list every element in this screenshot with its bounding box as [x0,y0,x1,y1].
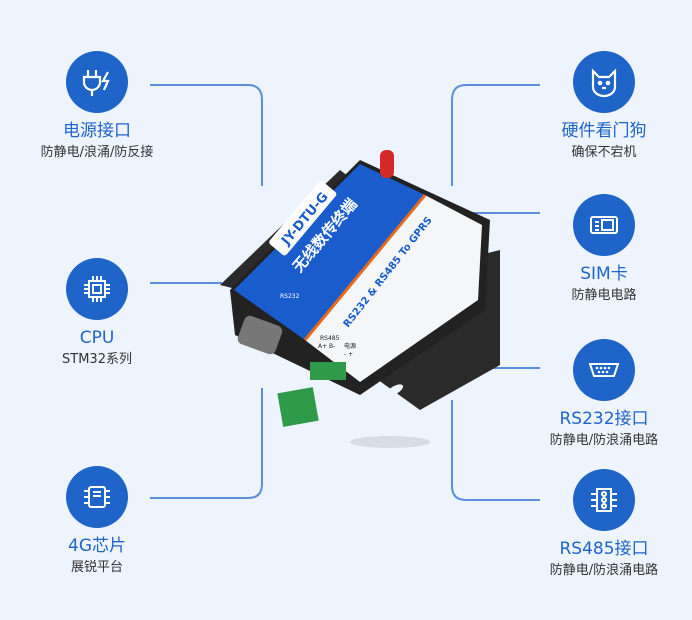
feature-4g: 4G芯片 展锐平台 [0,466,197,576]
antenna-icon [380,150,394,178]
cpu-chip-icon [66,258,128,320]
feature-watchdog: 硬件看门狗 确保不宕机 [504,51,692,161]
dtu-device-image: JY-DTU-G 无线数传终端 RS232 RS232 & RS485 To G… [220,150,500,448]
connector-line [451,400,540,501]
terminal-block [310,362,346,380]
power-plug-icon [66,51,128,113]
feature-sim: SIM卡 防静电电路 [504,194,692,304]
sim-card-icon [573,194,635,256]
terminal-label: RS485 [320,335,340,342]
feature-title: RS485接口 [559,539,649,559]
feature-title: 电源接口 [63,121,131,141]
feature-title: 4G芯片 [68,536,126,556]
shadow [350,436,430,448]
power-label: 电源 [344,342,356,350]
power-pins: - + [344,351,353,358]
feature-subtitle: 展锐平台 [70,560,123,575]
watchdog-icon [573,51,635,113]
feature-title: CPU [79,328,115,348]
4g-chip-icon [66,466,128,528]
connector-line [150,84,263,186]
feature-subtitle: 防静电/防浪涌电路 [549,563,659,578]
feature-subtitle: 防静电/防浪涌电路 [549,433,659,448]
port-label: RS232 [280,293,300,300]
device-top-panel [234,164,425,340]
terminal-plug [277,387,319,427]
terminal-pins: A+ B- [318,343,335,350]
feature-title: 硬件看门狗 [561,121,647,141]
feature-rs232: RS232接口 防静电/防浪涌电路 [504,339,692,449]
feature-subtitle: 防静电电路 [571,288,637,303]
feature-power: 电源接口 防静电/浪涌/防反接 [0,51,197,161]
feature-subtitle: 确保不宕机 [571,145,637,160]
connector-line [150,388,263,499]
db9-connector [237,315,283,355]
feature-cpu: CPU STM32系列 [0,258,197,368]
rs232-port-icon [573,339,635,401]
device-side-panel [305,195,482,382]
feature-subtitle: 防静电/浪涌/防反接 [40,145,154,160]
rs485-terminal-icon [573,469,635,531]
feature-title: SIM卡 [580,264,628,284]
connector-line [451,84,540,186]
feature-title: RS232接口 [559,409,649,429]
feature-rs485: RS485接口 防静电/防浪涌电路 [504,469,692,579]
feature-subtitle: STM32系列 [62,352,132,367]
